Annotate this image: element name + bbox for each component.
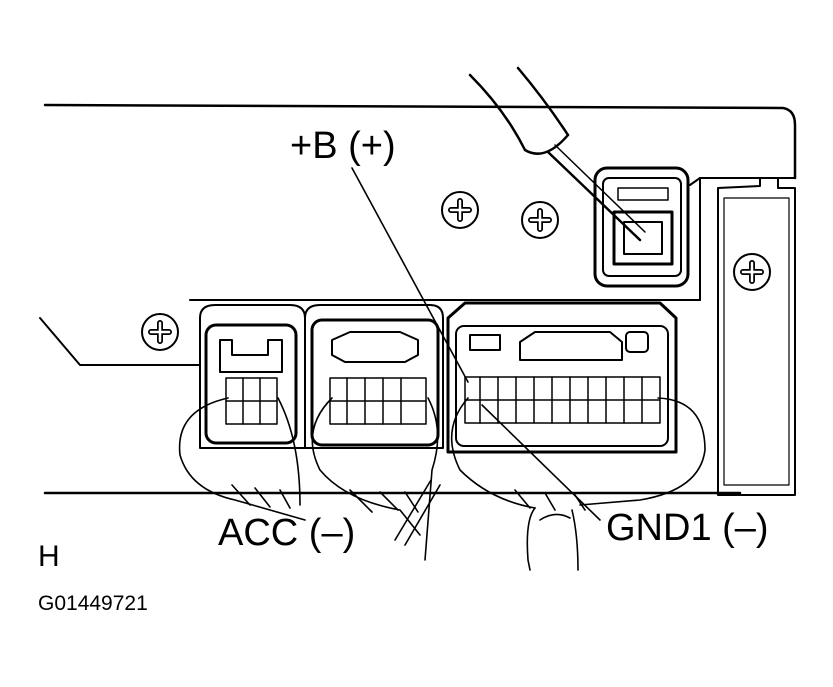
acc-terminal-grid — [225, 377, 278, 425]
screw-heads — [141, 191, 771, 351]
main-connector — [446, 301, 678, 454]
acc-label: ACC (–) — [218, 512, 356, 554]
side-bracket — [717, 177, 796, 496]
plus-b-label: +B (+) — [290, 125, 396, 167]
figure-code: G01449721 — [38, 592, 148, 615]
view-letter: H — [38, 540, 60, 573]
unit-housing — [39, 103, 797, 495]
screw-icon — [733, 253, 771, 291]
gnd1-label: GND1 (–) — [606, 507, 769, 549]
main-terminal-grid — [464, 376, 661, 424]
middle-connector — [304, 304, 444, 449]
screw-icon — [521, 201, 559, 239]
screw-icon — [441, 191, 479, 229]
antenna-connector — [593, 166, 690, 288]
leader-lines — [351, 167, 601, 546]
middle-terminal-grid — [329, 377, 427, 425]
wire-harness — [178, 397, 706, 571]
tester-probe — [468, 66, 646, 242]
screw-icon — [141, 313, 179, 351]
